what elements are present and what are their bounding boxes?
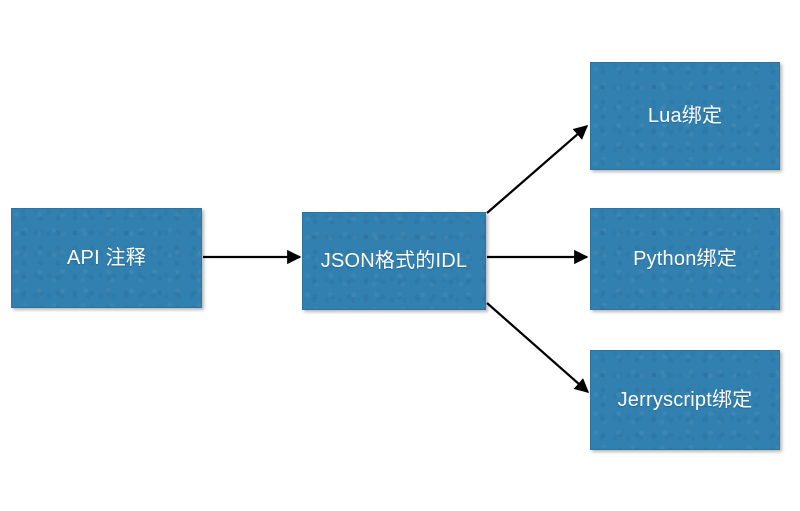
node-api-annotation-label: API 注释 [67, 247, 146, 269]
node-json-idl-label: JSON格式的IDL [320, 250, 468, 272]
node-jerryscript-binding-label: Jerryscript绑定 [617, 389, 753, 411]
node-python-binding[interactable]: Python绑定 [590, 208, 780, 310]
node-json-idl[interactable]: JSON格式的IDL [302, 212, 486, 310]
node-api-annotation[interactable]: API 注释 [11, 208, 202, 308]
edge-idl-to-lua [486, 125, 589, 214]
node-lua-binding[interactable]: Lua绑定 [590, 62, 780, 170]
node-python-binding-label: Python绑定 [633, 248, 737, 270]
edge-idl-to-jerry [486, 302, 590, 393]
node-lua-binding-label: Lua绑定 [647, 105, 723, 127]
node-jerryscript-binding[interactable]: Jerryscript绑定 [590, 350, 780, 450]
